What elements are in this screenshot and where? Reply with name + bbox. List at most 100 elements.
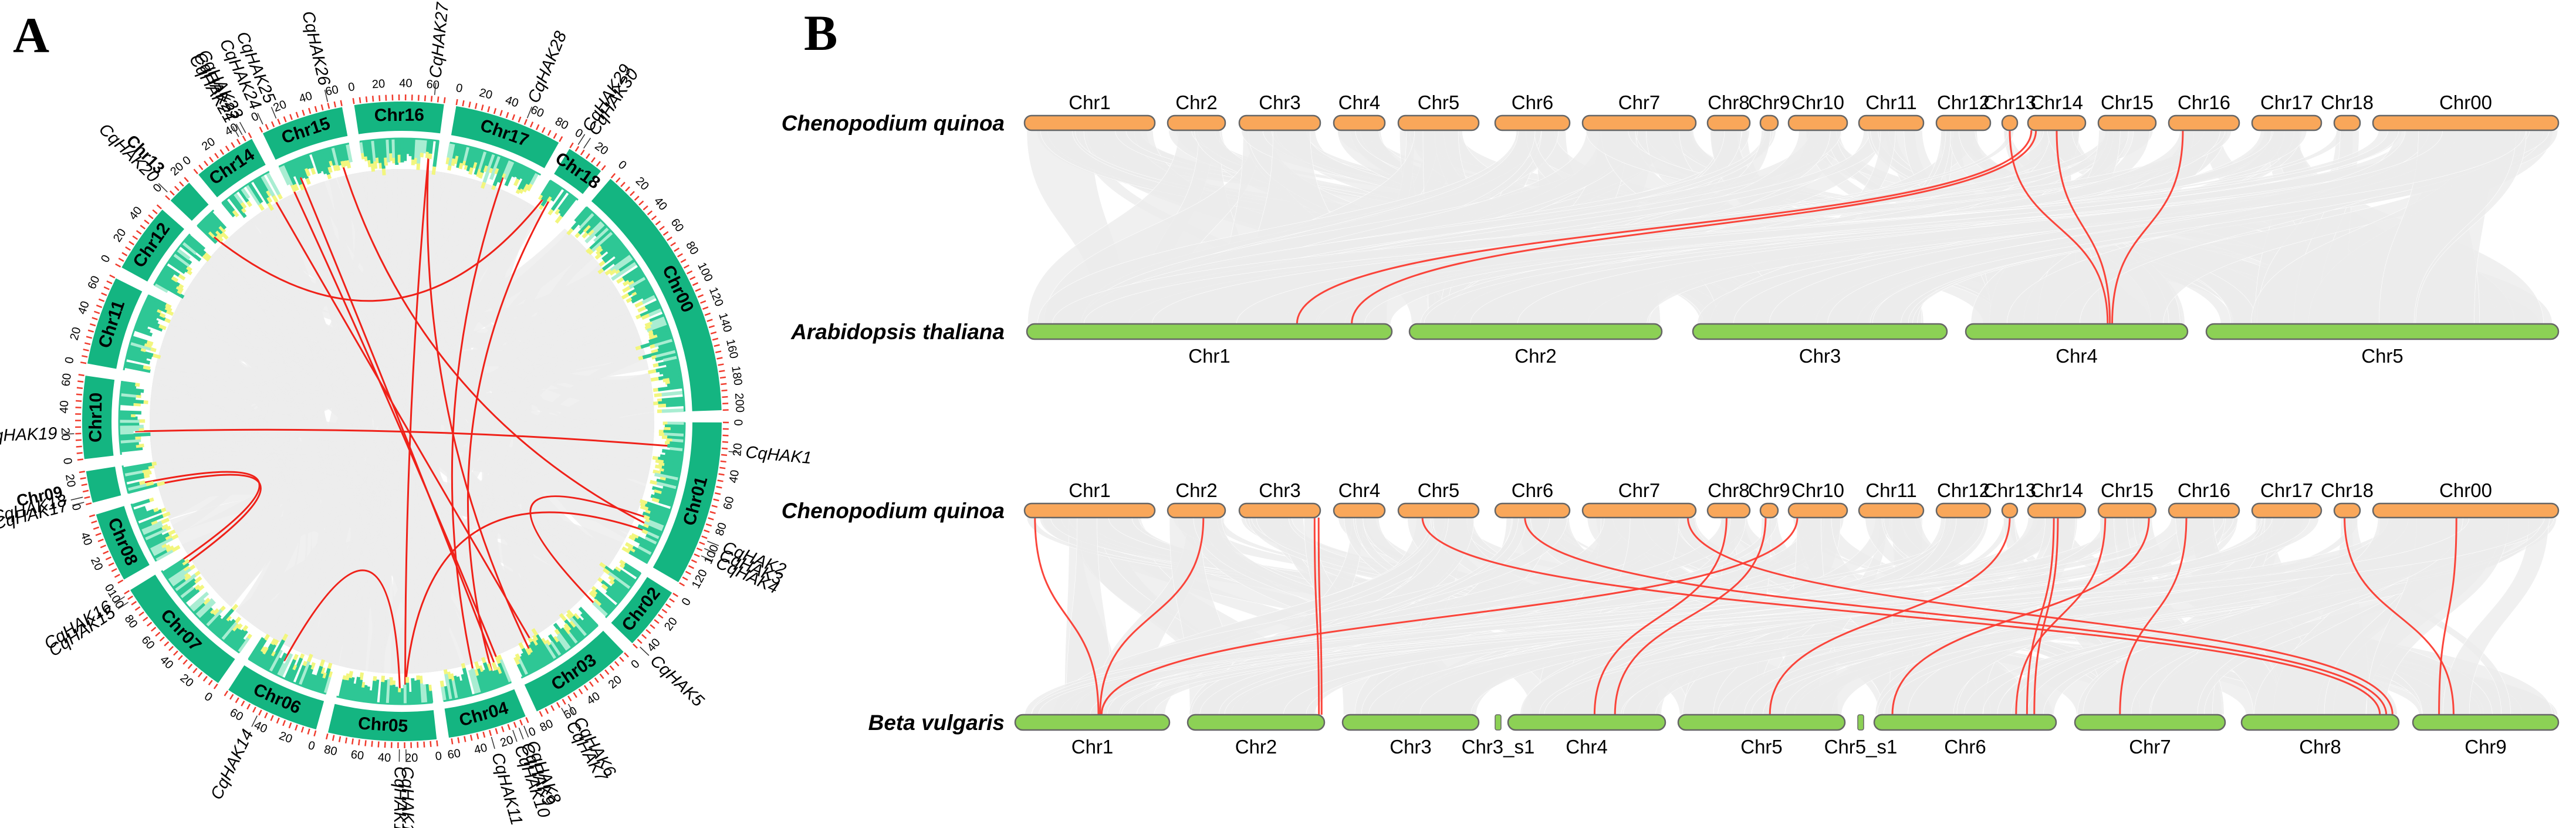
circos-chromosome-Chr14 [198, 138, 266, 198]
red-link-Chr9-to-Chr4 [1614, 517, 1767, 715]
target-Chr1-label: Chr1 [1188, 345, 1230, 367]
svg-text:20: 20 [67, 326, 83, 342]
quinoa-Chr16-bar [2168, 114, 2240, 131]
svg-text:80: 80 [122, 613, 140, 631]
gene-label-CqHAK13: CqHAK13 [390, 766, 410, 828]
quinoa-Chr12-bar [1935, 502, 1992, 519]
red-link-Chr00-to-Chr9 [2438, 517, 2457, 715]
gene-label-CqHAK1: CqHAK1 [745, 443, 812, 468]
target-Chr7-label: Chr7 [2129, 736, 2171, 758]
target-Chr1-label: Chr1 [1071, 736, 1114, 758]
circos-chromosome-Chr16 [354, 101, 444, 134]
circos-gene-density-track [118, 137, 686, 705]
svg-text:20: 20 [178, 671, 196, 690]
quinoa-Chr17-label: Chr17 [2260, 479, 2313, 501]
quinoa-Chr9-label: Chr9 [1748, 479, 1790, 501]
target-Chr5_s1-label: Chr5_s1 [1824, 736, 1898, 758]
quinoa-Chr1-label: Chr1 [1069, 92, 1111, 113]
gene-label-CqHAK28: CqHAK28 [525, 29, 571, 106]
circos-chromosome-Chr17 [451, 106, 559, 168]
quinoa-Chr11-bar [1858, 502, 1925, 519]
quinoa-Chr2-label: Chr2 [1175, 92, 1218, 113]
svg-text:0: 0 [680, 596, 694, 608]
svg-text:0: 0 [63, 356, 77, 365]
quinoa-Chr8-bar [1706, 114, 1751, 131]
quinoa-Chr9-bar [1759, 502, 1779, 519]
quinoa-Chr5-label: Chr5 [1418, 92, 1460, 113]
svg-text:40: 40 [651, 195, 670, 213]
target-Chr3-bar [1341, 714, 1480, 731]
svg-text:60: 60 [529, 103, 546, 120]
quinoa-Chr10-bar [1787, 502, 1848, 519]
circos-chromosome-Chr10 [82, 376, 115, 459]
svg-text:40: 40 [76, 299, 92, 316]
quinoa-Chr14-bar [2027, 502, 2087, 519]
red-link-Chr10-to-Chr1 [1100, 517, 1799, 715]
target-Chr2-bar [1408, 323, 1663, 340]
synteny-red-links [1034, 517, 2457, 715]
bottom-species-label: Beta vulgaris [868, 711, 1005, 735]
circos-plot: 0204060801001200204002040608002040600204… [0, 1, 812, 828]
svg-text:Chr10: Chr10 [86, 393, 106, 442]
svg-text:40: 40 [127, 204, 145, 222]
quinoa-Chr7-label: Chr7 [1618, 92, 1661, 113]
svg-text:20: 20 [88, 555, 105, 572]
quinoa-Chr7-bar [1581, 502, 1697, 519]
svg-text:20: 20 [405, 752, 418, 765]
svg-text:0: 0 [573, 126, 585, 141]
quinoa-Chr6-label: Chr6 [1512, 92, 1554, 113]
quinoa-Chr9-label: Chr9 [1748, 92, 1790, 113]
target-Chr5-bar [2205, 323, 2560, 340]
svg-text:0: 0 [347, 80, 356, 94]
svg-text:20: 20 [731, 442, 745, 457]
red-link-Chr14-to-Chr6 [2033, 517, 2059, 715]
svg-text:0: 0 [306, 739, 316, 753]
synteny-chromosome-bars [1023, 114, 2560, 340]
synteny-chromosome-bars [1014, 502, 2560, 731]
circos-chromosome-Chr01 [653, 422, 722, 583]
svg-text:80: 80 [713, 521, 729, 538]
quinoa-Chr12-label: Chr12 [1937, 92, 1990, 113]
quinoa-Chr11-label: Chr11 [1865, 479, 1916, 501]
circos-chromosome-Chr04 [444, 689, 526, 738]
target-Chr2-bar [1186, 714, 1326, 731]
quinoa-Chr13-label: Chr13 [1983, 92, 2036, 113]
gene-label-CqHAK27: CqHAK27 [426, 1, 452, 79]
quinoa-Chr14-label: Chr14 [2030, 479, 2083, 501]
quinoa-Chr3-label: Chr3 [1259, 479, 1301, 501]
svg-text:60: 60 [350, 748, 364, 763]
circos-chromosome-Chr05 [327, 704, 437, 742]
quinoa-Chr13-bar [2001, 502, 2019, 519]
target-Chr3_s1-label: Chr3_s1 [1462, 736, 1535, 758]
svg-text:0: 0 [99, 253, 113, 265]
quinoa-Chr2-bar [1167, 114, 1226, 131]
svg-text:40: 40 [298, 89, 314, 105]
circos-chromosome-Chr09 [86, 467, 121, 503]
synteny-ribbons [1025, 517, 2558, 715]
quinoa-Chr10-label: Chr10 [1791, 92, 1844, 113]
target-Chr4-label: Chr4 [1566, 736, 1608, 758]
red-link-Chr6-to-Chr8 [1524, 517, 2388, 715]
svg-text:40: 40 [584, 690, 603, 708]
svg-text:40: 40 [78, 530, 94, 548]
quinoa-Chr17-bar [2251, 114, 2323, 131]
quinoa-Chr4-label: Chr4 [1338, 92, 1381, 113]
red-link-Chr1-to-Chr1 [1034, 517, 1100, 715]
svg-text:120: 120 [689, 567, 710, 591]
svg-text:180: 180 [729, 365, 744, 386]
svg-text:0: 0 [732, 419, 745, 425]
target-Chr9-label: Chr9 [2465, 736, 2507, 758]
quinoa-Chr3-bar [1238, 114, 1321, 131]
target-Chr1-bar [1026, 323, 1393, 340]
target-Chr1-bar [1014, 714, 1171, 731]
quinoa-Chr11-label: Chr11 [1865, 92, 1916, 113]
svg-text:40: 40 [727, 469, 742, 484]
svg-text:60: 60 [138, 634, 157, 652]
quinoa-Chr11-bar [1858, 114, 1925, 131]
red-link-Chr8-to-Chr4 [1593, 517, 1728, 715]
red-link-Chr15-to-Chr6 [2015, 517, 2107, 715]
quinoa-Chr10-label: Chr10 [1791, 479, 1844, 501]
svg-text:200: 200 [732, 393, 746, 413]
target-Chr4-bar [1507, 714, 1666, 731]
